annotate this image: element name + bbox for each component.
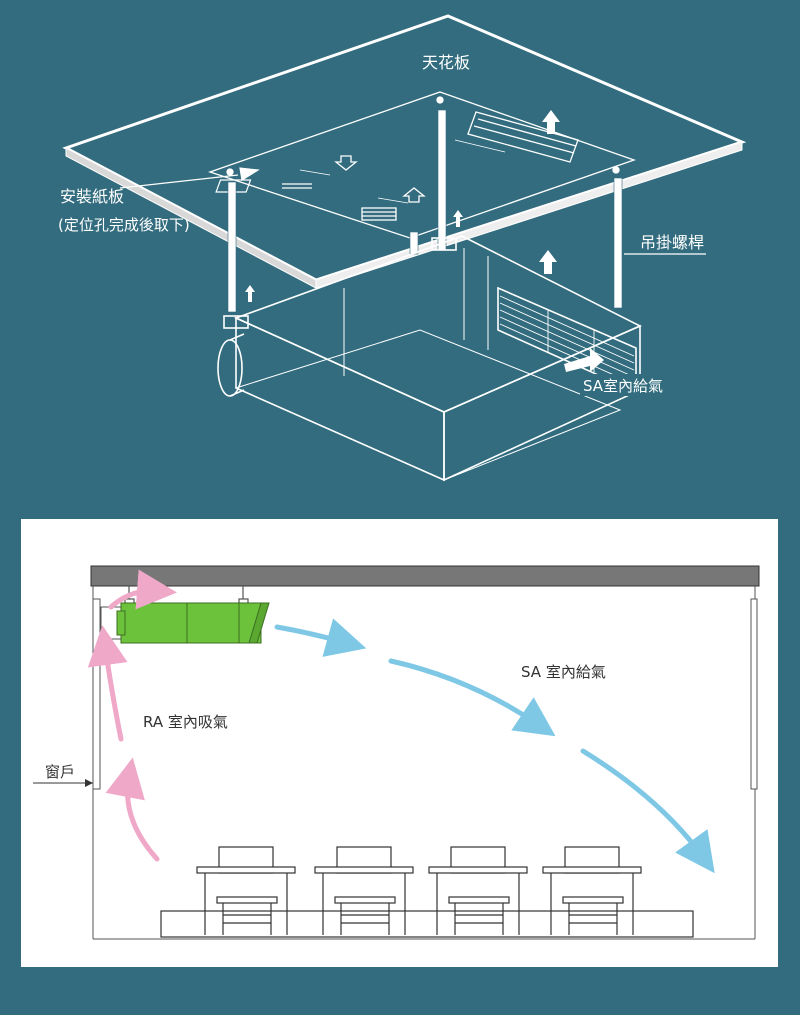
ventilation-unit (217, 235, 642, 482)
up-arrows (245, 110, 560, 302)
ceiling-slab (62, 14, 747, 289)
ra-label: RA 室內吸氣 (143, 713, 228, 731)
sa-label-room: SA 室內給氣 (521, 663, 606, 681)
room-airflow-diagram: 窗戶 RA 室內吸氣 SA 室內給氣 (33, 565, 760, 940)
ra-airflow-arrows (87, 569, 177, 862)
desk-1 (196, 846, 296, 935)
room-airflow-panel: 窗戶 RA 室內吸氣 SA 室內給氣 (21, 519, 778, 967)
sa-label-top: SA室內給氣 (583, 377, 663, 395)
sa-airflow-arrows (274, 618, 715, 874)
window-leader-arrow (85, 779, 93, 787)
leader-lines (119, 167, 706, 255)
sa-label-box (580, 374, 676, 396)
window-label: 窗戶 (45, 763, 75, 781)
installation-diagram: 天花板 安裝紙板 (定位孔完成後取下) 吊掛螺桿 SA室內給氣 (58, 14, 747, 482)
room-ceiling (90, 565, 760, 587)
hanging-rods (227, 109, 623, 313)
sa-supply-arrow (564, 348, 604, 372)
ventilation-unit-side (100, 602, 270, 644)
rod-label: 吊掛螺桿 (640, 233, 704, 252)
right-window (750, 598, 758, 790)
desk-4 (542, 846, 642, 935)
ceiling-label: 天花板 (422, 53, 470, 72)
desk-2 (314, 846, 414, 935)
template-board (207, 91, 636, 239)
template-note: (定位孔完成後取下) (58, 216, 190, 234)
desk-3 (428, 846, 528, 935)
template-label: 安裝紙板 (60, 187, 124, 206)
left-window (92, 598, 101, 790)
